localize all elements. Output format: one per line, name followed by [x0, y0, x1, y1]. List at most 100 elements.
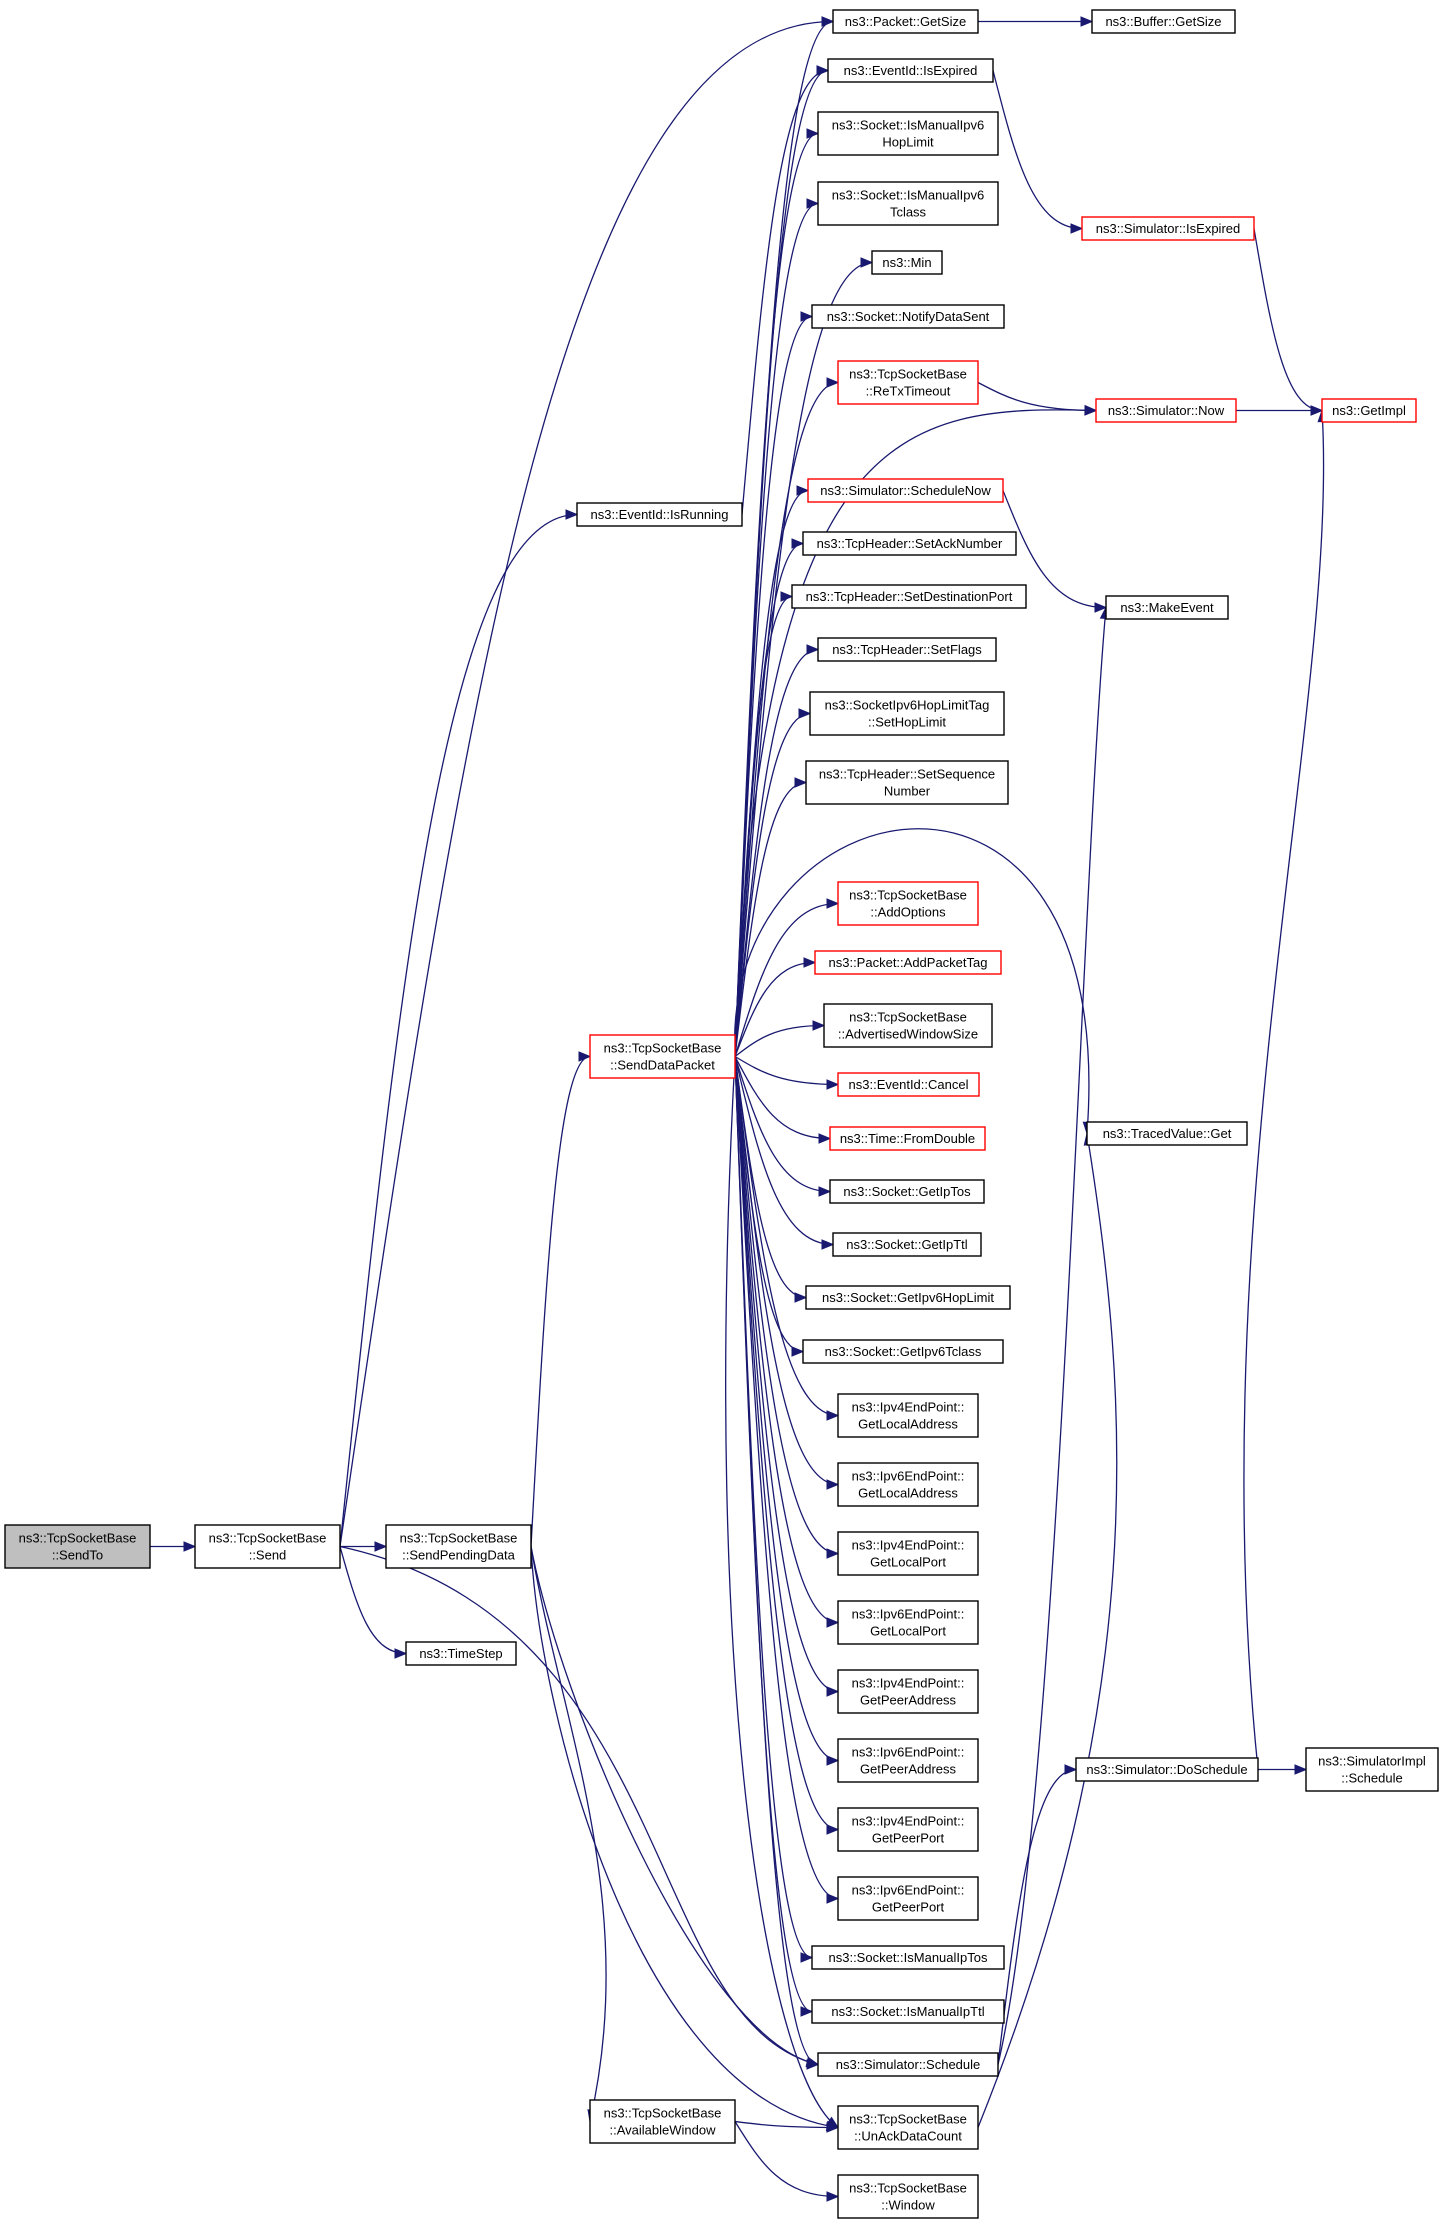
- node-ismanipttl[interactable]: ns3::Socket::IsManualIpTtl: [811, 1999, 1005, 2024]
- node-addtag[interactable]: ns3::Packet::AddPacketTag: [814, 950, 1002, 975]
- node-box: [837, 1600, 979, 1645]
- node-getiptos[interactable]: ns3::Socket::GetIpTos: [829, 1179, 985, 1204]
- node-setdst[interactable]: ns3::TcpHeader::SetDestinationPort: [791, 584, 1027, 609]
- node-v4peeraddr[interactable]: ns3::Ipv4EndPoint::GetPeerAddress: [837, 1669, 979, 1714]
- node-getipttl[interactable]: ns3::Socket::GetIpTtl: [832, 1232, 982, 1257]
- node-label: ns3::Ipv4EndPoint::: [852, 1538, 965, 1553]
- node-setack[interactable]: ns3::TcpHeader::SetAckNumber: [802, 531, 1017, 556]
- node-box: [837, 1531, 979, 1576]
- edge-send-to-isrunning: [339, 509, 579, 1547]
- arrowhead: [780, 591, 794, 602]
- node-getv6tc[interactable]: ns3::Socket::GetIpv6Tclass: [802, 1339, 1004, 1364]
- node-getsize[interactable]: ns3::Packet::GetSize: [832, 9, 979, 34]
- node-label: ns3::Socket::GetIpTtl: [846, 1237, 967, 1252]
- edge-line: [992, 70, 1083, 230]
- node-makeevent[interactable]: ns3::MakeEvent: [1105, 595, 1229, 620]
- node-label: ns3::Socket::IsManualIpTtl: [831, 2004, 984, 2019]
- node-cancel[interactable]: ns3::EventId::Cancel: [837, 1072, 980, 1097]
- node-notifysent[interactable]: ns3::Socket::NotifyDataSent: [811, 304, 1005, 329]
- node-availwin[interactable]: ns3::TcpSocketBase::AvailableWindow: [589, 2099, 736, 2144]
- node-getimpl[interactable]: ns3::GetImpl: [1321, 398, 1417, 423]
- node-v6peeraddr[interactable]: ns3::Ipv6EndPoint::GetPeerAddress: [837, 1738, 979, 1783]
- node-fromdouble[interactable]: ns3::Time::FromDouble: [829, 1126, 986, 1151]
- node-v4locport[interactable]: ns3::Ipv4EndPoint::GetLocalPort: [837, 1531, 979, 1576]
- node-label: Tclass: [890, 205, 927, 220]
- edge-isexpired-to-simisexp: [992, 70, 1084, 234]
- node-min[interactable]: ns3::Min: [871, 250, 943, 275]
- node-send[interactable]: ns3::TcpSocketBase::Send: [194, 1524, 341, 1569]
- node-v6locport[interactable]: ns3::Ipv6EndPoint::GetLocalPort: [837, 1600, 979, 1645]
- node-box: [837, 1669, 979, 1714]
- node-getv6hop[interactable]: ns3::Socket::GetIpv6HopLimit: [805, 1285, 1011, 1310]
- node-v6peerport[interactable]: ns3::Ipv6EndPoint::GetPeerPort: [837, 1876, 979, 1921]
- node-setflags[interactable]: ns3::TcpHeader::SetFlags: [817, 637, 997, 662]
- node-sendpending[interactable]: ns3::TcpSocketBase::SendPendingData: [385, 1524, 532, 1569]
- node-addopts[interactable]: ns3::TcpSocketBase::AddOptions: [837, 881, 979, 926]
- node-sendto[interactable]: ns3::TcpSocketBase::SendTo: [4, 1524, 151, 1569]
- edge-senddata-to-v6locport: [734, 1056, 840, 1628]
- node-simisexp[interactable]: ns3::Simulator::IsExpired: [1081, 216, 1255, 241]
- node-timestep[interactable]: ns3::TimeStep: [405, 1641, 517, 1666]
- edge-line: [734, 1056, 839, 1900]
- edge-senddata-to-addtag: [734, 957, 817, 1057]
- node-label: ::SetHopLimit: [868, 715, 946, 730]
- node-box: [811, 1945, 1005, 1970]
- arrowhead: [826, 2122, 840, 2133]
- node-isexpired[interactable]: ns3::EventId::IsExpired: [827, 58, 994, 83]
- node-label: ns3::Ipv6EndPoint::: [852, 1607, 965, 1622]
- node-box: [589, 2099, 736, 2144]
- node-box: [1081, 216, 1255, 241]
- node-schednow[interactable]: ns3::Simulator::ScheduleNow: [807, 478, 1004, 503]
- edge-availwin-to-window: [734, 2121, 840, 2202]
- node-box: [817, 181, 999, 226]
- edge-line: [734, 1056, 839, 1831]
- node-isrunning[interactable]: ns3::EventId::IsRunning: [576, 502, 743, 527]
- node-advwin[interactable]: ns3::TcpSocketBase::AdvertisedWindowSize: [823, 1003, 993, 1048]
- edge-line: [734, 902, 839, 1057]
- node-box: [814, 950, 1002, 975]
- edge-senddata-to-setdst: [734, 591, 794, 1057]
- edge-line: [734, 1056, 839, 1693]
- node-retx[interactable]: ns3::TcpSocketBase::ReTxTimeout: [837, 360, 979, 405]
- node-unack[interactable]: ns3::TcpSocketBase::UnAckDataCount: [837, 2105, 979, 2150]
- arrowhead: [806, 2059, 820, 2070]
- arrowhead: [796, 485, 810, 496]
- node-v6locaddr[interactable]: ns3::Ipv6EndPoint::GetLocalAddress: [837, 1462, 979, 1507]
- edge-line: [734, 1056, 839, 1417]
- node-label: ns3::TcpHeader::SetDestinationPort: [806, 589, 1013, 604]
- node-ismaniptos[interactable]: ns3::Socket::IsManualIpTos: [811, 1945, 1005, 1970]
- node-bufgetsize[interactable]: ns3::Buffer::GetSize: [1091, 9, 1236, 34]
- node-label: HopLimit: [882, 135, 934, 150]
- node-label: ::UnAckDataCount: [854, 2129, 962, 2144]
- node-implsched[interactable]: ns3::SimulatorImpl::Schedule: [1305, 1747, 1439, 1792]
- arrowhead: [860, 257, 874, 268]
- node-simnow[interactable]: ns3::Simulator::Now: [1095, 398, 1237, 423]
- node-senddata[interactable]: ns3::TcpSocketBase::SendDataPacket: [589, 1034, 736, 1079]
- node-window[interactable]: ns3::TcpSocketBase::Window: [837, 2174, 979, 2219]
- edge-line: [530, 1546, 819, 2066]
- node-box: [1105, 595, 1229, 620]
- edge-line: [734, 315, 813, 1057]
- edge-schedule-to-doschedule: [997, 1764, 1078, 2065]
- node-sethop[interactable]: ns3::SocketIpv6HopLimitTag::SetHopLimit: [809, 691, 1005, 736]
- arrowhead: [1310, 405, 1324, 416]
- node-tracedget[interactable]: ns3::TracedValue::Get: [1086, 1121, 1248, 1146]
- node-box: [385, 1524, 532, 1569]
- node-v4locaddr[interactable]: ns3::Ipv4EndPoint::GetLocalAddress: [837, 1393, 979, 1438]
- edge-line: [734, 648, 819, 1057]
- node-label: ns3::Simulator::Schedule: [836, 2057, 981, 2072]
- edge-line: [734, 381, 839, 1057]
- node-v4peerport[interactable]: ns3::Ipv4EndPoint::GetPeerPort: [837, 1807, 979, 1852]
- node-label: ns3::SocketIpv6HopLimitTag: [825, 698, 990, 713]
- node-label: ::SendPendingData: [402, 1548, 516, 1563]
- node-box: [4, 1524, 151, 1569]
- node-schedule[interactable]: ns3::Simulator::Schedule: [817, 2052, 999, 2077]
- node-label: GetLocalPort: [870, 1555, 946, 1570]
- edge-line: [339, 20, 834, 1547]
- node-doschedule[interactable]: ns3::Simulator::DoSchedule: [1075, 1757, 1259, 1782]
- node-label: ns3::TcpSocketBase: [849, 367, 967, 382]
- edge-line: [734, 781, 807, 1057]
